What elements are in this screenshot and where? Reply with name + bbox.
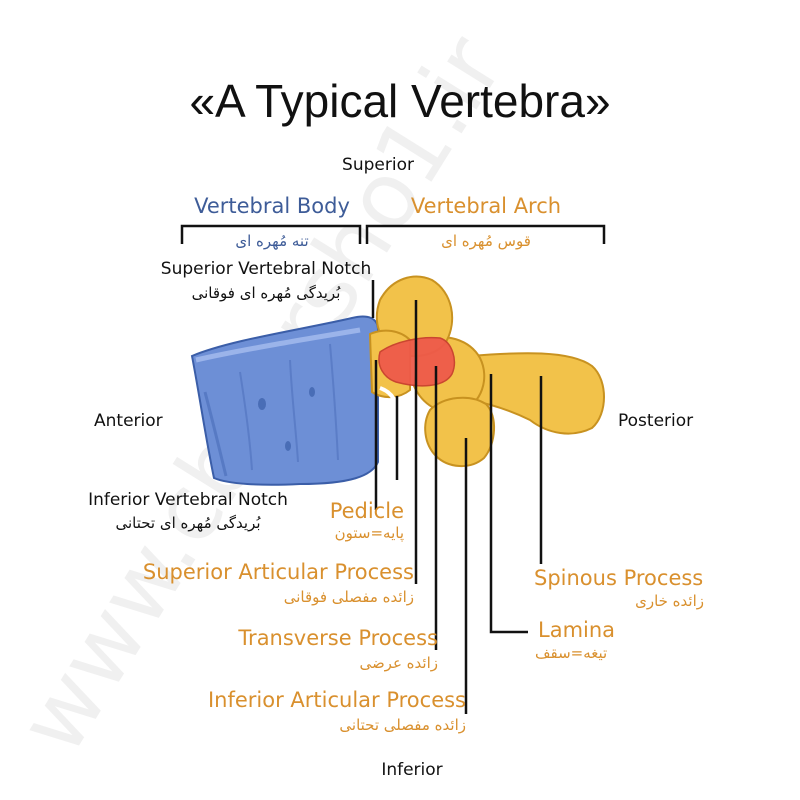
direction-inferior: Inferior xyxy=(381,760,443,780)
inferior-articular-label-fa: زائده مفصلی تحتانی xyxy=(339,716,466,734)
transverse-label-fa: زائده عرضی xyxy=(359,654,438,672)
superior-articular-label-fa: زائده مفصلی فوقانی xyxy=(283,588,414,606)
lamina-label-fa: تیغه=سقف xyxy=(535,644,608,662)
superior-notch-label-fa: بُریدگی مُهره ای فوقانی xyxy=(191,284,341,302)
inferior-notch-label: Inferior Vertebral Notch xyxy=(88,490,288,510)
vertebral-arch-label-fa: قوس مُهره ای xyxy=(441,232,531,250)
vertebral-arch-label: Vertebral Arch xyxy=(410,194,562,218)
vertebral-body-shape xyxy=(190,315,379,486)
leader-lamina xyxy=(489,374,528,634)
pedicle-label: Pedicle xyxy=(329,499,404,523)
superior-articular-label: Superior Articular Process xyxy=(142,560,414,584)
transverse-label: Transverse Process xyxy=(238,626,438,650)
direction-anterior: Anterior xyxy=(94,411,163,431)
spinous-label-fa: زائده خاری xyxy=(635,592,704,610)
inferior-notch-label-fa: بُریدگی مُهره ای تحتانی xyxy=(115,514,261,532)
pedicle-label-fa: پایه=ستون xyxy=(334,524,404,542)
page-title: «A Typical Vertebra» xyxy=(189,75,611,127)
direction-superior: Superior xyxy=(342,155,414,175)
lamina-label: Lamina xyxy=(538,618,616,642)
body-bracket xyxy=(180,224,362,244)
inferior-articular-label: Inferior Articular Process xyxy=(207,688,466,712)
vertebral-body-label: Vertebral Body xyxy=(194,194,350,218)
vertebral-body-label-fa: تنه مُهره ای xyxy=(235,232,309,250)
spinous-label: Spinous Process xyxy=(534,566,704,590)
arch-bracket xyxy=(365,224,606,244)
superior-notch-label: Superior Vertebral Notch xyxy=(160,259,372,279)
direction-posterior: Posterior xyxy=(618,411,694,431)
